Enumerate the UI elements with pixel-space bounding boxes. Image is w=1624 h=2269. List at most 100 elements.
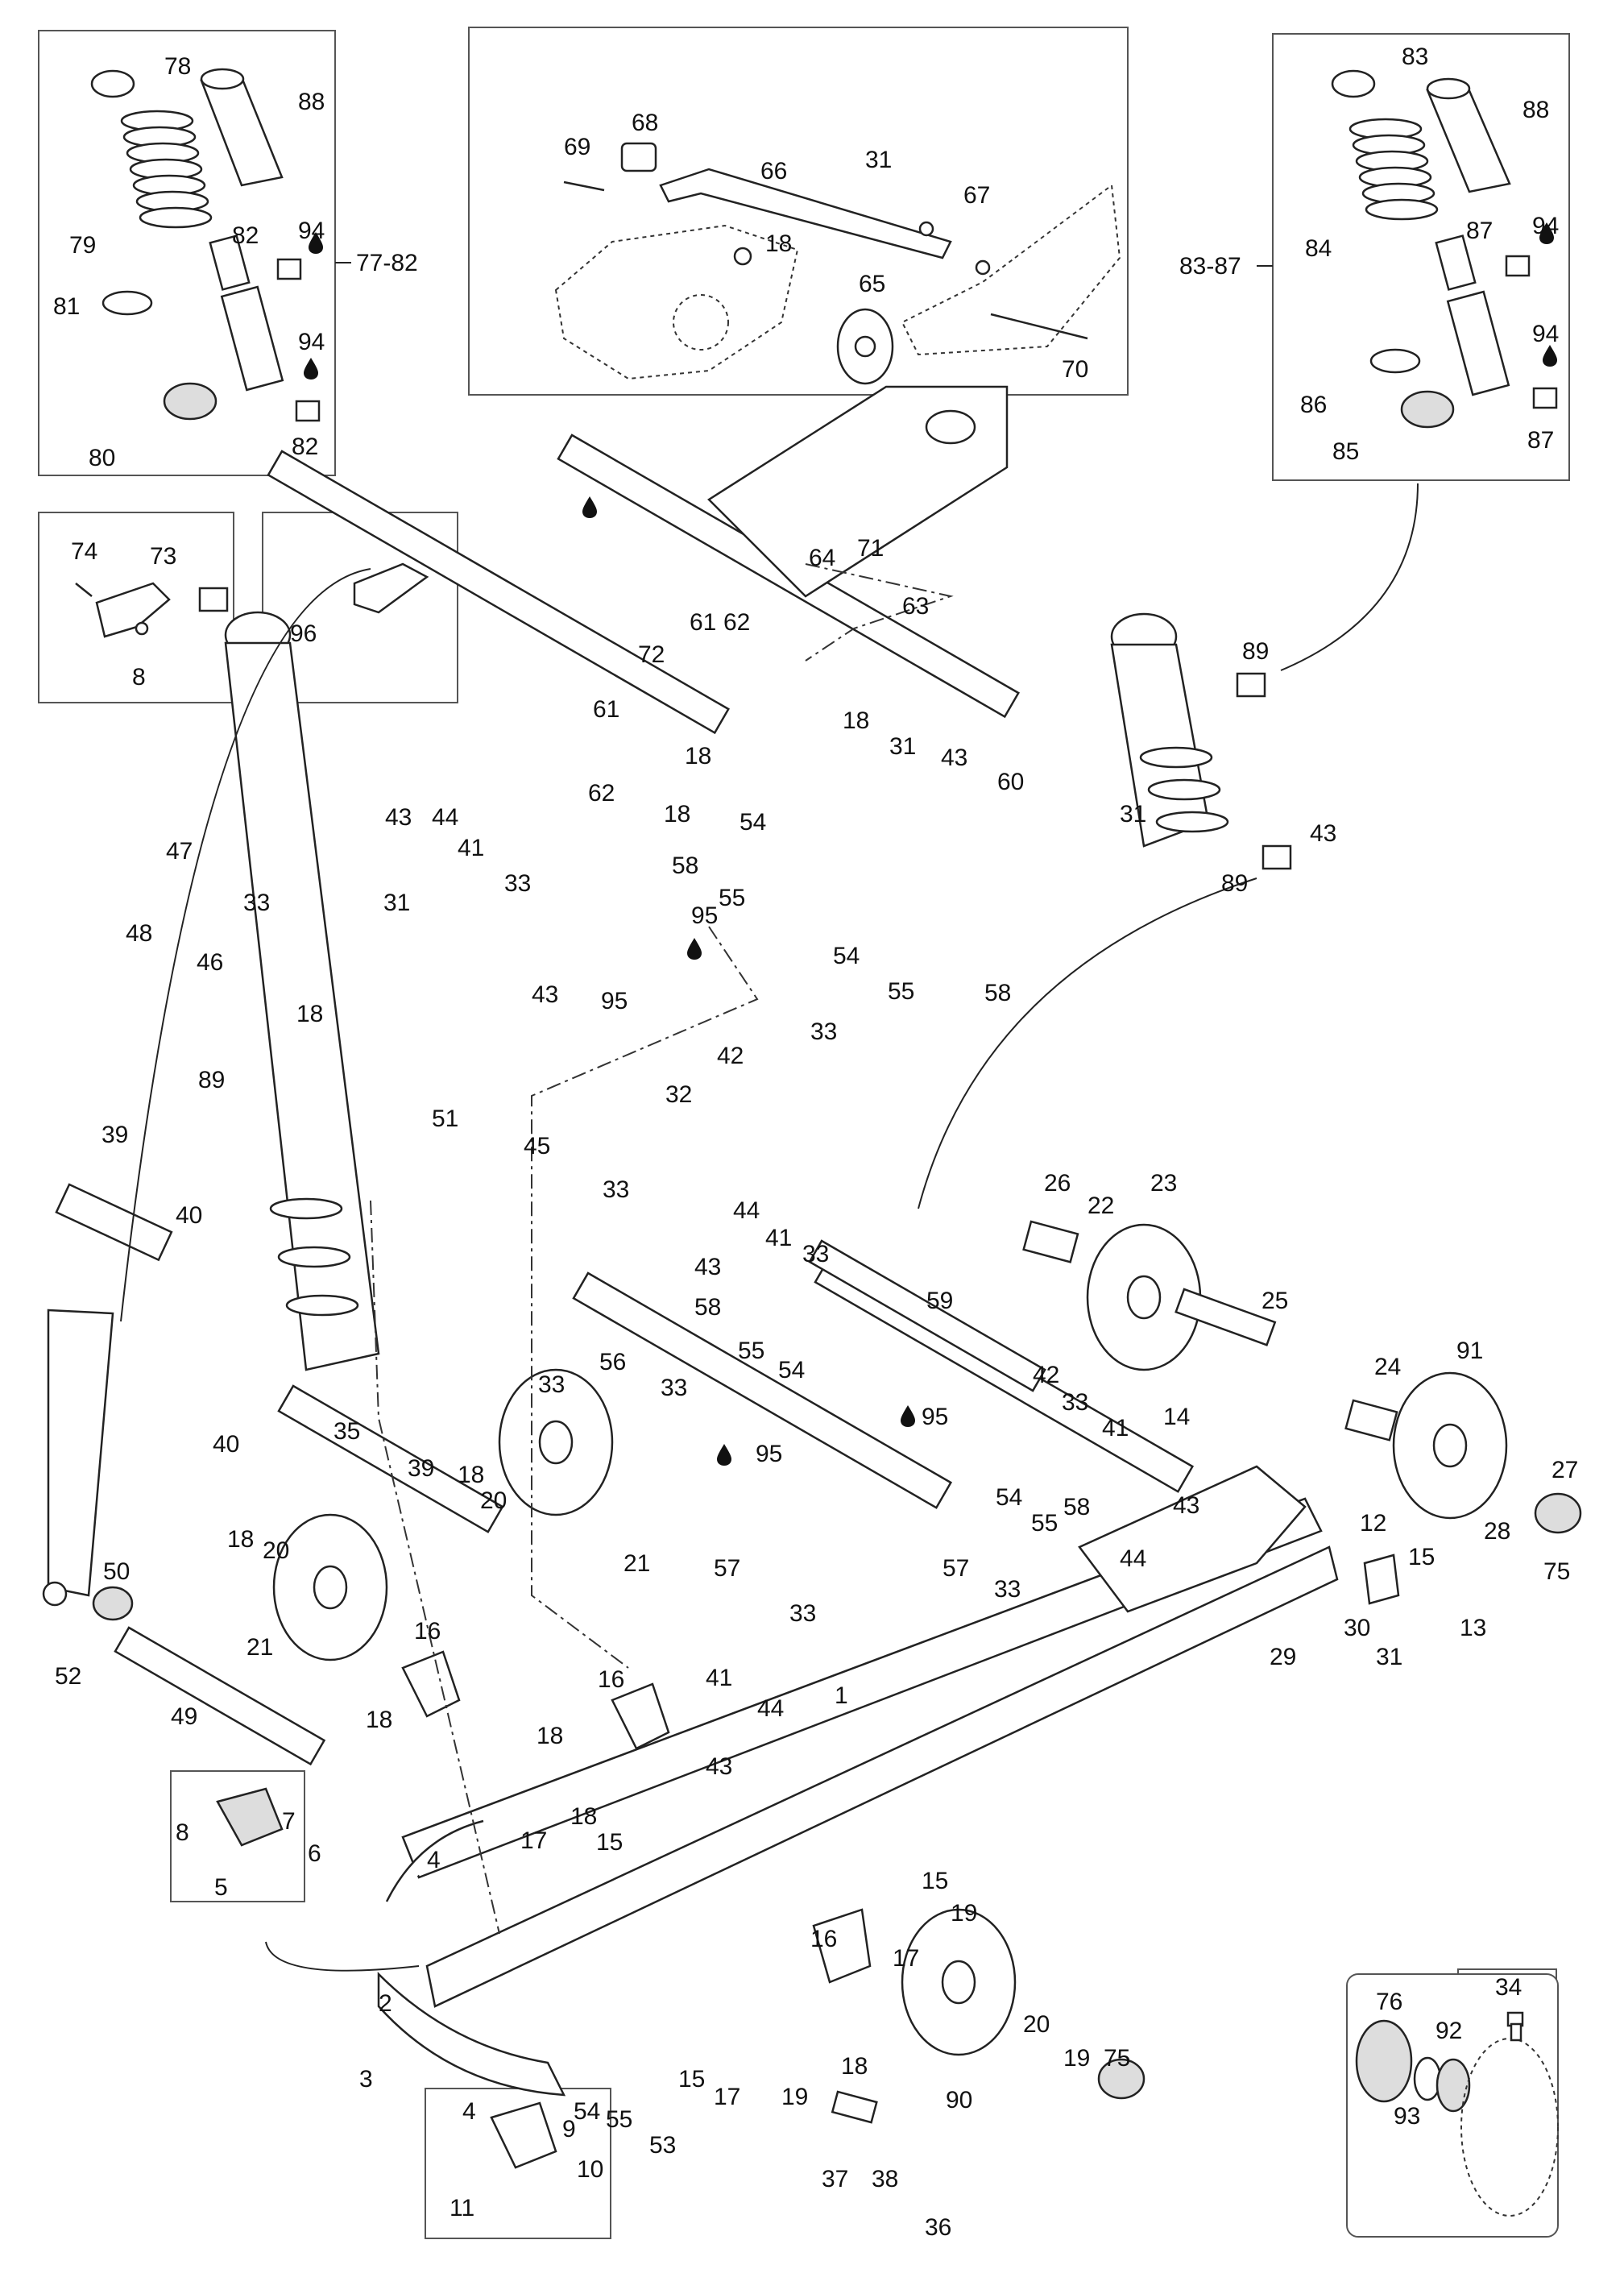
callout-34: 34: [1495, 1974, 1522, 2001]
callout-17: 17: [893, 1945, 919, 1972]
spacer-24: [1344, 1399, 1398, 1441]
callout-21: 21: [246, 1634, 273, 1661]
callout-94: 94: [1532, 213, 1559, 239]
callout-16: 16: [598, 1666, 624, 1693]
callout-82: 82: [232, 222, 259, 249]
callout-56: 56: [599, 1349, 626, 1375]
callout-89: 89: [1242, 638, 1269, 665]
callout-18: 18: [664, 801, 690, 828]
guide-line: [805, 563, 954, 662]
bearing-retainer-76: [1355, 2019, 1413, 2103]
callout-4: 4: [427, 1847, 441, 1873]
callout-65: 65: [859, 271, 885, 297]
callout-15: 15: [922, 1868, 948, 1894]
grease-drop-icon: [687, 938, 702, 960]
rear-bracket-frame: [1078, 1465, 1307, 1613]
callout-70: 70: [1062, 356, 1088, 383]
callout-86: 86: [1300, 392, 1327, 418]
callout-31: 31: [1376, 1644, 1402, 1670]
bushing-89-rear: [198, 587, 229, 612]
callout-85: 85: [1332, 438, 1359, 465]
callout-60: 60: [997, 769, 1024, 795]
callout-19: 19: [951, 1900, 977, 1927]
callout-15: 15: [1408, 1544, 1435, 1570]
bracket-73: [95, 582, 171, 638]
callout-13: 13: [1460, 1615, 1486, 1641]
circlip-93: [1413, 2056, 1442, 2101]
callout-54: 54: [740, 809, 766, 836]
callout-95: 95: [601, 988, 628, 1014]
bolt-74: [75, 583, 93, 597]
callout-15: 15: [596, 1829, 623, 1856]
shaft-35: [277, 1384, 504, 1533]
callout-26: 26: [1044, 1170, 1071, 1197]
callout-31: 31: [889, 733, 916, 760]
callout-labels: 78 88 79 82 94 94 81 80 82 68 69 66 31 6…: [53, 44, 1578, 2241]
callout-41: 41: [706, 1665, 732, 1691]
callout-18: 18: [685, 743, 711, 769]
nut-8: [135, 621, 149, 636]
callout-44: 44: [432, 804, 458, 831]
callout-27: 27: [1552, 1457, 1578, 1483]
spring-adjuster-80: [163, 382, 218, 421]
callout-18: 18: [536, 1723, 563, 1749]
callout-40: 40: [213, 1431, 239, 1458]
callout-2: 2: [379, 1990, 392, 2017]
callout-52: 52: [55, 1663, 81, 1690]
callout-46: 46: [197, 949, 223, 976]
callout-58: 58: [984, 980, 1011, 1006]
cap-75-lower: [1097, 2058, 1146, 2100]
callout-36: 36: [925, 2214, 951, 2241]
rear-arm-59: [808, 1239, 1046, 1392]
callout-72: 72: [638, 641, 665, 668]
callout-20: 20: [263, 1537, 289, 1564]
callout-50: 50: [103, 1558, 130, 1585]
callout-18: 18: [843, 707, 869, 734]
callout-93: 93: [1394, 2103, 1420, 2130]
callout-8: 8: [176, 1819, 189, 1846]
guide-line: [265, 1941, 420, 1972]
group-bracket-83-87: 83-87: [1179, 253, 1241, 280]
callout-33: 33: [994, 1576, 1021, 1603]
callout-38: 38: [872, 2166, 898, 2192]
slider-block-9: [490, 2101, 557, 2169]
callout-64: 64: [809, 545, 835, 571]
callout-43: 43: [1310, 820, 1336, 847]
callout-57: 57: [942, 1555, 969, 1582]
callout-18: 18: [841, 2053, 868, 2080]
callout-69: 69: [564, 134, 590, 160]
linkage-inset-parts: [554, 142, 1121, 380]
callout-20: 20: [1023, 2011, 1050, 2038]
callout-11: 11: [450, 2195, 474, 2221]
washer-81: [102, 290, 153, 316]
callout-41: 41: [458, 835, 484, 861]
block-12: [1363, 1553, 1400, 1605]
rear-shock-assembly: [224, 611, 380, 1371]
shock-body-front-inset: [1435, 234, 1510, 396]
callout-75: 75: [1543, 1558, 1570, 1585]
callout-62: 62: [723, 609, 750, 636]
callout-67: 67: [963, 182, 990, 209]
callout-3: 3: [359, 2066, 373, 2093]
callout-14: 14: [1163, 1404, 1190, 1430]
wheel-23: [1086, 1223, 1277, 1371]
clip-83: [1331, 69, 1376, 98]
guide-line: [531, 926, 759, 1669]
callout-35: 35: [334, 1418, 360, 1445]
callout-76: 76: [1376, 1989, 1402, 2015]
bushing-82-bottom: [295, 400, 321, 422]
callout-41: 41: [1102, 1415, 1129, 1441]
callout-45: 45: [524, 1133, 550, 1159]
callout-94: 94: [1532, 321, 1559, 347]
callout-19: 19: [781, 2084, 808, 2110]
callout-58: 58: [1063, 1494, 1090, 1520]
callout-55: 55: [606, 2106, 632, 2133]
callout-55: 55: [719, 885, 745, 911]
callout-28: 28: [1484, 1518, 1510, 1545]
guide-line: [1280, 483, 1419, 671]
callout-33: 33: [810, 1018, 837, 1045]
callout-10: 10: [577, 2156, 603, 2183]
callout-81: 81: [53, 293, 80, 320]
idler-wheel-71: [836, 308, 894, 385]
callout-61: 61: [593, 696, 619, 723]
